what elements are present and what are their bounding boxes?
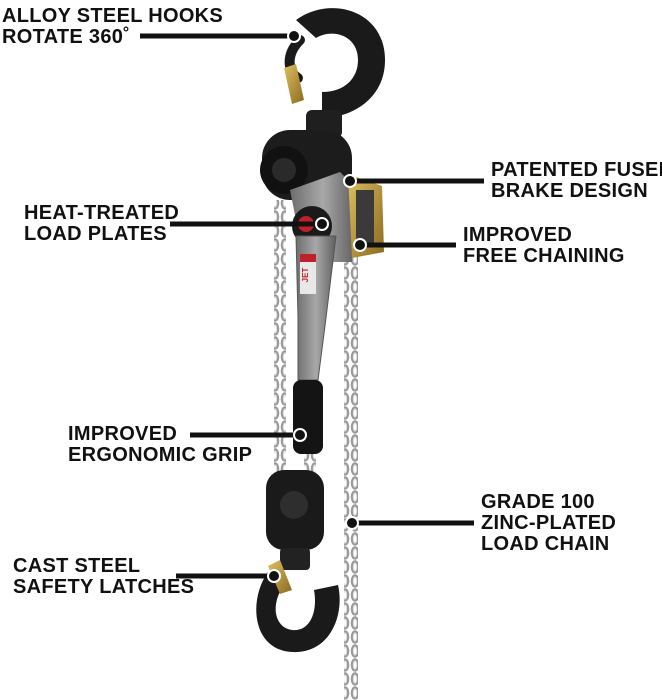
callout-brake-line2: BRAKE DESIGN <box>491 180 648 202</box>
leader-dots <box>267 29 367 583</box>
callout-plates-line1: HEAT-TREATED <box>24 202 180 224</box>
callout-hooks: ALLOY STEEL HOOKS ROTATE 360˚ <box>2 6 223 48</box>
callout-brake-line1: PATENTED FUSED <box>491 159 662 181</box>
callout-chain-line1: GRADE 100 <box>481 491 595 513</box>
callout-latches-line1: CAST STEEL <box>13 555 141 577</box>
callout-latches-line2: SAFETY LATCHES <box>13 576 195 598</box>
callout-chain-line2: ZINC-PLATED <box>481 512 617 534</box>
callout-chaining-line2: FREE CHAINING <box>463 245 625 267</box>
callout-plates: HEAT-TREATED LOAD PLATES <box>24 203 179 245</box>
leader-dot-chaining <box>353 238 367 252</box>
callout-grip: IMPROVED ERGONOMIC GRIP <box>68 424 252 466</box>
lever-handle <box>295 235 337 381</box>
leader-dot-chain <box>345 516 359 530</box>
leader-dot-grip <box>293 428 307 442</box>
brake-cover <box>356 190 374 244</box>
load-chain-right <box>344 255 358 700</box>
load-chain-left <box>274 200 286 490</box>
leader-lines <box>140 33 484 579</box>
leader-dot-latches <box>267 569 281 583</box>
leader-dot-plates <box>315 217 329 231</box>
callout-chaining-line1: IMPROVED <box>463 224 573 246</box>
top-safety-latch <box>284 64 304 104</box>
bottom-hook <box>256 572 340 653</box>
callout-plates-line2: LOAD PLATES <box>24 223 167 245</box>
callout-grip-line1: IMPROVED <box>68 423 178 445</box>
bottom-block <box>266 470 324 570</box>
callout-hooks-line2: ROTATE 360˚ <box>2 26 131 48</box>
callout-latches: CAST STEEL SAFETY LATCHES <box>13 556 194 598</box>
leader-dot-hooks <box>287 29 301 43</box>
top-hook <box>284 8 385 138</box>
callout-brake: PATENTED FUSED BRAKE DESIGN <box>491 160 662 202</box>
leader-dot-brake <box>343 174 357 188</box>
callout-chain: GRADE 100 ZINC-PLATED LOAD CHAIN <box>481 492 616 555</box>
brand-logo: JET <box>301 268 310 283</box>
callout-chain-line3: LOAD CHAIN <box>481 533 610 555</box>
callout-grip-line2: ERGONOMIC GRIP <box>68 444 253 466</box>
ergonomic-grip <box>293 380 323 454</box>
callout-hooks-line1: ALLOY STEEL HOOKS <box>2 5 224 27</box>
callout-chaining: IMPROVED FREE CHAINING <box>463 225 625 267</box>
